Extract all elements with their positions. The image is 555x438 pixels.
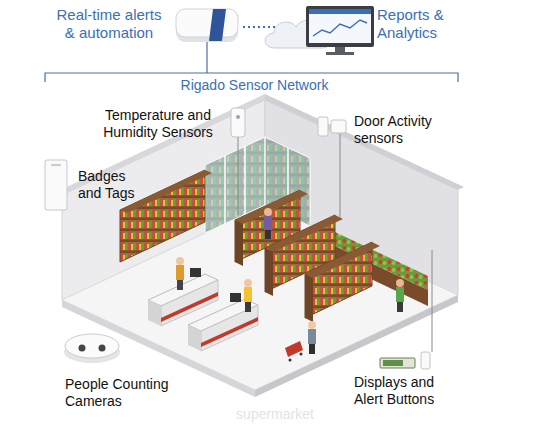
leader-line bbox=[432, 250, 433, 352]
monitor-icon bbox=[306, 6, 374, 55]
connector-line bbox=[206, 42, 207, 73]
shopper bbox=[244, 279, 252, 312]
badge-tag bbox=[45, 160, 67, 210]
network-heading: Rigado Sensor Network bbox=[152, 77, 357, 94]
head bbox=[308, 321, 316, 329]
legs bbox=[245, 302, 251, 312]
cart-basket bbox=[285, 341, 303, 357]
register bbox=[230, 293, 241, 302]
body bbox=[244, 287, 252, 302]
camera-lens bbox=[79, 345, 86, 352]
body bbox=[396, 287, 404, 302]
screen-chart bbox=[313, 20, 367, 36]
shelf-side bbox=[305, 274, 313, 322]
leader-line bbox=[340, 134, 341, 218]
sensor-dot bbox=[236, 115, 240, 119]
monitor-frame bbox=[306, 6, 374, 47]
head bbox=[264, 208, 272, 216]
legs bbox=[309, 344, 315, 354]
badge-slot bbox=[51, 164, 61, 166]
door-magnet bbox=[331, 120, 346, 133]
cart-wheel bbox=[289, 359, 292, 362]
temperature-sensor bbox=[231, 108, 245, 137]
display-screen bbox=[383, 360, 403, 366]
device-label: Badges and Tags bbox=[78, 168, 148, 202]
display-device bbox=[380, 358, 415, 368]
gateway-icon bbox=[176, 9, 238, 42]
register bbox=[190, 268, 201, 277]
counter-band bbox=[201, 317, 258, 347]
camera-lens bbox=[99, 345, 106, 352]
people-counting-camera bbox=[64, 334, 120, 363]
analytics-caption: Reports & Analytics bbox=[377, 6, 451, 42]
shopper bbox=[264, 208, 272, 239]
shelf-top bbox=[305, 242, 380, 278]
shopper bbox=[396, 279, 404, 312]
shopper bbox=[176, 257, 184, 290]
legs bbox=[177, 280, 183, 290]
head bbox=[176, 257, 184, 265]
shopper bbox=[308, 321, 316, 354]
alert-caption: Real-time alerts & automation bbox=[50, 6, 168, 42]
shopping-cart bbox=[285, 341, 303, 362]
legs bbox=[397, 302, 403, 312]
body bbox=[264, 216, 272, 230]
body bbox=[176, 265, 184, 280]
device-label: Displays and Alert Buttons bbox=[354, 374, 449, 408]
camera-dome bbox=[65, 334, 119, 358]
monitor-stand bbox=[335, 47, 345, 52]
door-sensor bbox=[318, 117, 328, 136]
sensor-label: Temperature and Humidity Sensors bbox=[95, 107, 221, 141]
device-label: People Counting Cameras bbox=[65, 376, 187, 410]
counter-side bbox=[188, 325, 201, 351]
watermark: supermarket bbox=[220, 406, 330, 423]
alert-button bbox=[421, 352, 430, 369]
sensor-label: Door Activity sensors bbox=[354, 113, 454, 147]
cart-wheel bbox=[300, 353, 303, 356]
shelf-side bbox=[235, 220, 243, 266]
gateway-body bbox=[176, 9, 238, 37]
leader-line bbox=[238, 137, 239, 215]
monitor-base bbox=[326, 52, 354, 55]
shelf-top bbox=[265, 215, 343, 252]
legs bbox=[265, 230, 271, 239]
body bbox=[308, 329, 316, 344]
shelf-side bbox=[265, 248, 273, 296]
head bbox=[396, 279, 404, 287]
wall-shelf bbox=[120, 170, 205, 262]
head bbox=[244, 279, 252, 287]
gateway-stripe bbox=[209, 9, 226, 41]
screen-bar bbox=[309, 9, 371, 14]
monitor-screen bbox=[309, 9, 371, 43]
aisle-shelf bbox=[305, 242, 380, 322]
counter-side bbox=[148, 300, 161, 326]
